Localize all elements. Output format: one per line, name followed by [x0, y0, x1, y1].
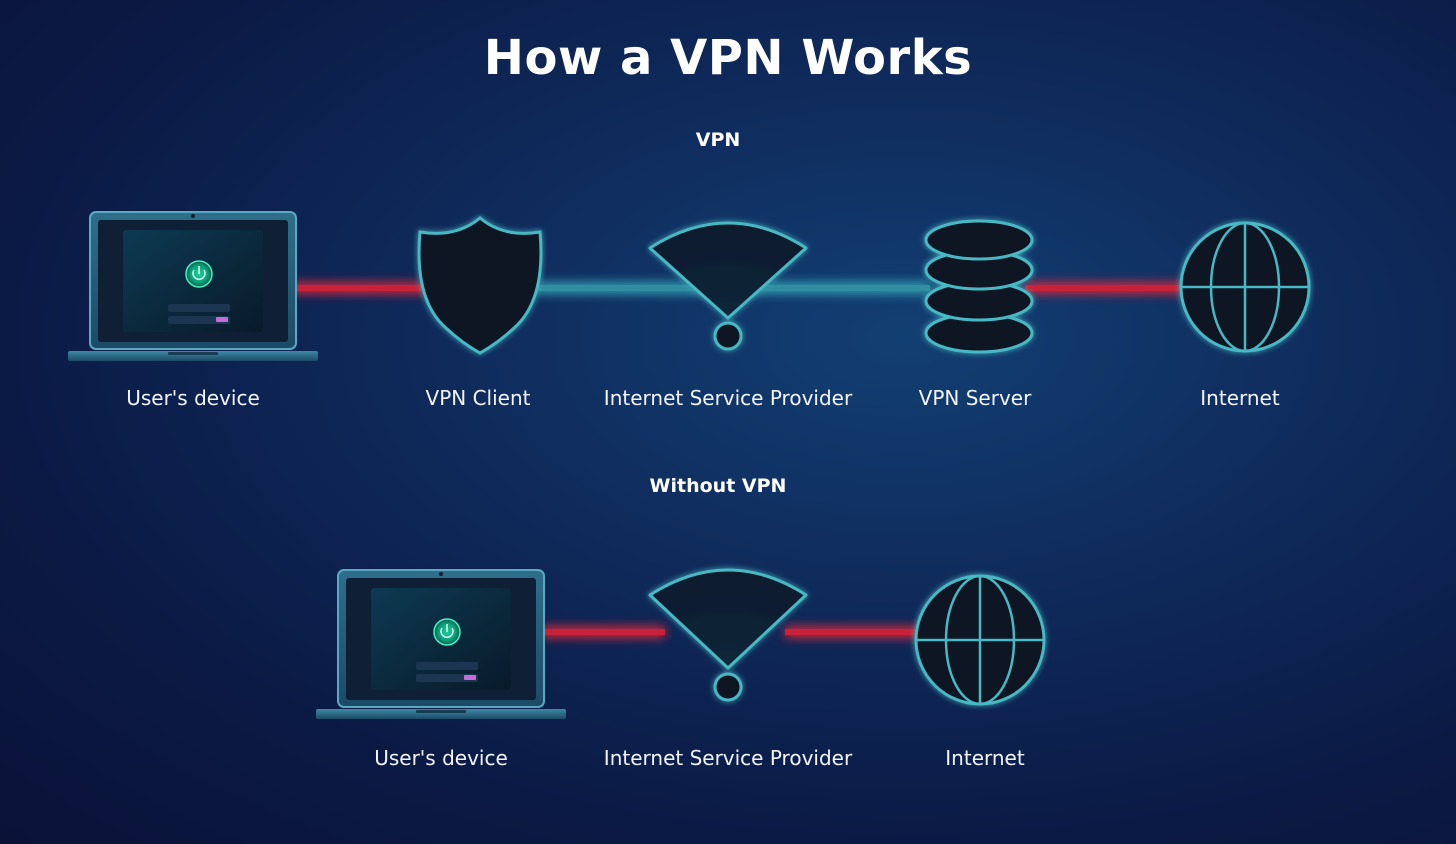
section-label-vpn: VPN — [695, 129, 741, 151]
label-isp-row2: Internet Service Provider — [603, 746, 853, 770]
label-isp: Internet Service Provider — [603, 386, 853, 410]
label-internet: Internet — [1200, 386, 1280, 410]
laptop-icon — [316, 569, 566, 719]
wifi-icon — [648, 221, 808, 351]
globe-icon — [1179, 221, 1311, 353]
database-icon — [924, 219, 1034, 354]
label-users-device-row2: User's device — [374, 746, 508, 770]
link-device-to-isp-row2 — [540, 626, 665, 638]
label-vpn-server: VPN Server — [918, 386, 1032, 410]
link-server-to-internet — [1025, 282, 1190, 294]
link-device-to-client — [290, 282, 430, 294]
globe-icon — [914, 574, 1046, 706]
label-vpn-client: VPN Client — [425, 386, 531, 410]
shield-icon — [417, 216, 543, 355]
label-users-device: User's device — [126, 386, 260, 410]
link-isp-to-internet-row2 — [785, 626, 925, 638]
laptop-icon — [68, 211, 318, 361]
wifi-icon — [648, 568, 808, 702]
page-title: How a VPN Works — [483, 30, 973, 86]
label-internet-row2: Internet — [945, 746, 1025, 770]
section-label-without-vpn: Without VPN — [649, 475, 787, 497]
